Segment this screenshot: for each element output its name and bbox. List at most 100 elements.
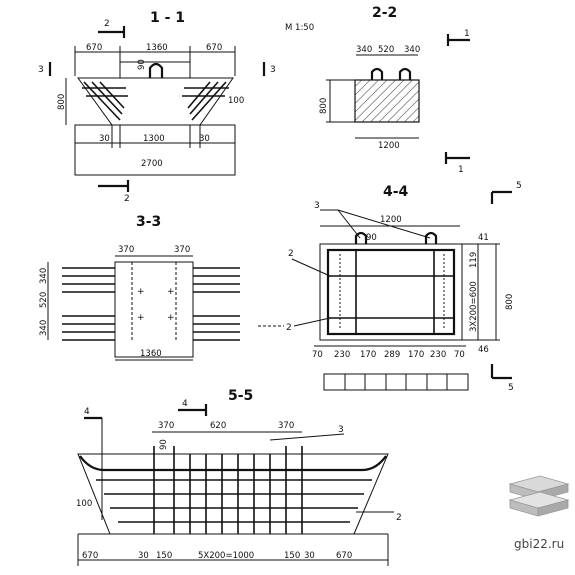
lifting-loop [398,67,412,80]
dimension-text: 800 [319,98,329,114]
dimension-text: 520 [378,45,394,55]
callout-label: 2 [286,323,292,333]
section-marker-label: 5 [516,181,522,191]
dimension-text: 800 [505,294,515,310]
dimension-text: 150 [284,551,300,561]
dimension-text: 1200 [380,215,402,225]
rebar [189,81,219,115]
rebar [99,81,125,109]
dimension-text: 670 [86,43,102,53]
dimension-text: 70 [454,350,465,360]
dimension-text: 800 [57,94,67,110]
dimension-text: 30 [99,134,110,144]
dimension-text: 170 [408,350,424,360]
hatched-section [354,79,420,123]
section-marker-label: 3 [38,65,44,75]
lifting-loop [148,62,164,78]
dimension-text: 370 [118,245,134,255]
rebar-group-right [193,267,240,341]
section-marker-label: 1 [458,165,464,175]
section-marker-label: 4 [84,407,90,417]
anchor-mark: + [137,287,145,297]
leader-line [337,209,361,239]
dimension-text: 3X200=600 [469,281,479,332]
anchor-mark: + [167,287,175,297]
dimension-text: 30 [304,551,315,561]
dimension-text: 1360 [140,349,162,359]
anchor-mark: + [137,313,145,323]
dimension-text: 150 [156,551,172,561]
section-marker-label: 2 [104,19,110,29]
bar-schedule-table [323,373,469,391]
section-marker-label: 2 [124,194,130,204]
section-title: 1 - 1 [150,10,185,26]
dimension-text: 100 [228,96,244,106]
dimension-text: 1300 [143,134,165,144]
rebar-cage [326,248,456,336]
block-top-part [119,61,191,79]
dimension-text: 370 [158,421,174,431]
dimension-text: 90 [137,59,147,70]
anchor-mark: + [167,313,175,323]
dimension-text: 340 [39,320,49,336]
leader-line [337,209,431,239]
dimension-text: 70 [312,350,323,360]
dimension-text: 289 [384,350,400,360]
dimension-text: 30 [199,134,210,144]
dimension-text: 46 [478,345,489,355]
watermark-text: gbi22.ru [514,537,564,551]
dimension-text: 340 [356,45,372,55]
dimension-text: 520 [39,292,49,308]
lifting-loop [370,67,384,80]
callout-label: 3 [338,425,344,435]
dimension-text: 370 [278,421,294,431]
section-5-5: 5-5 4 4 370 620 370 3 90 [76,388,402,566]
dimension-text: 230 [334,350,350,360]
leader-line [293,317,331,327]
block-outline [77,77,234,126]
callout-label: 3 [314,201,320,211]
rebar [187,81,211,109]
leader-line [269,433,345,441]
dimension-text: 1200 [378,141,400,151]
dimension-text: 100 [76,499,92,509]
dimension-text: 2700 [141,159,163,169]
section-marker-label: 3 [270,65,276,75]
section-title: 2-2 [372,5,397,21]
section-marker-label: 5 [508,383,514,393]
dimension-text: 670 [206,43,222,53]
leader-line [291,258,331,277]
section-title: 5-5 [228,388,253,404]
lifting-loop [424,231,438,244]
dimension-text: 1360 [146,43,168,53]
plan-outline [114,261,194,358]
scale-label: М 1:50 [285,23,314,33]
dimension-text: 90 [159,439,169,450]
dimension-text: 670 [82,551,98,561]
section-1-1: 1 - 1 М 1:50 2 670 1360 670 3 3 90 [38,10,314,204]
rebar-loop [79,455,387,472]
section-title: 3-3 [136,214,161,230]
watermark-logo-icon [508,475,570,517]
section-marker-label: 4 [182,399,188,409]
dimension-text: 5X200=1000 [198,551,254,561]
dimension-text: 119 [469,252,479,268]
dimension-text: 30 [138,551,149,561]
dimension-text: 670 [336,551,352,561]
section-4-4: 4-4 1200 3 5 5 90 2 2 [286,181,522,393]
dimension-text: 90 [366,233,377,243]
dimension-text: 370 [174,245,190,255]
rebar-group-left [62,267,115,341]
dimension-text: 340 [39,268,49,284]
dimension-text: 170 [360,350,376,360]
section-marker-label: 1 [464,29,470,39]
rebar [91,81,123,115]
section-3-3: 3-3 370 370 + + + + [39,214,284,361]
dimension-text: 340 [404,45,420,55]
section-2-2: 2-2 340 520 340 1 800 1200 1 [319,5,470,175]
dimension-text: 230 [430,350,446,360]
callout-label: 2 [288,249,294,259]
watermark: gbi22.ru [508,475,570,551]
callout-label: 2 [396,513,402,523]
